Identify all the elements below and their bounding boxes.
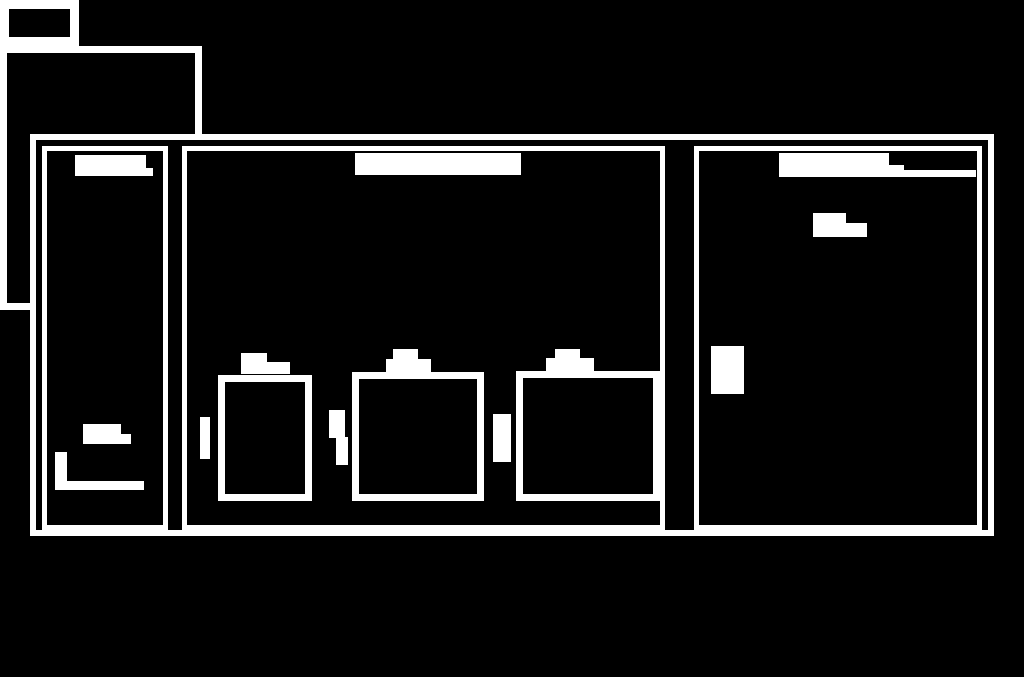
sidebar-item-label-block [83,424,121,437]
card-2-label-bottom-block [386,359,431,372]
content-title-block [355,153,521,175]
card-divider-marker-2 [493,414,511,462]
inspector-card-label-bottom-block [813,223,867,237]
sidebar-item-sublabel-block [83,434,131,444]
card-3-label-bottom-block [546,358,594,371]
sidebar-item-footer-bar [55,481,144,490]
card-2-label-top-block [393,349,418,361]
prev-arrow-icon[interactable] [200,417,210,459]
inspector-divider [779,170,976,177]
inspector-card-label-top-block [813,213,846,226]
card-1-label-bottom-block [241,362,290,374]
content-card-2[interactable] [352,372,484,501]
sidebar-item-thumbnail[interactable] [0,0,79,46]
content-card-3[interactable] [516,371,660,501]
card-divider-marker-1b [336,437,348,465]
inspector-panel [694,146,982,530]
inspector-card-side-marker[interactable] [711,346,744,394]
sidebar-item-selection-marker [55,452,67,484]
card-divider-marker-1 [329,410,345,438]
sidebar-title-underline [75,168,153,176]
content-card-1[interactable] [218,375,312,501]
